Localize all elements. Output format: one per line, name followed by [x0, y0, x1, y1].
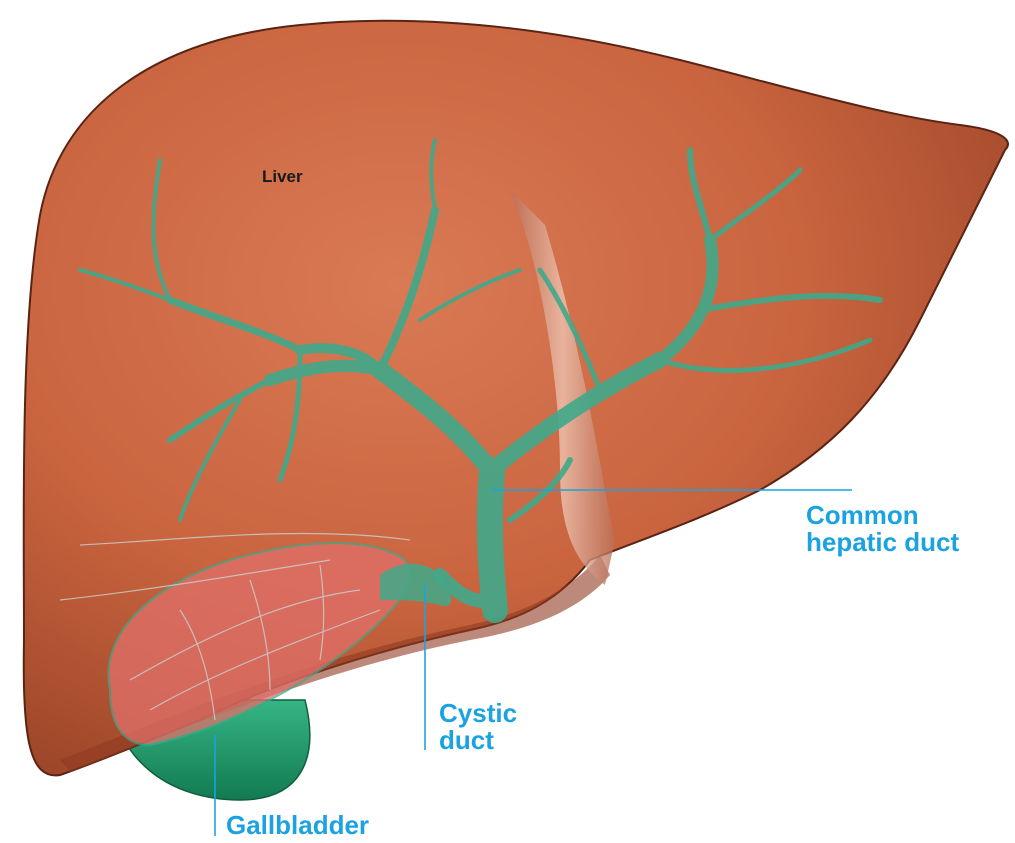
- common-hepatic-duct-label: Common hepatic duct: [806, 502, 959, 555]
- gallbladder-label: Gallbladder: [226, 812, 369, 839]
- common-hepatic-duct-label-line-1: Common: [806, 502, 959, 529]
- common-hepatic-duct-label-line-2: hepatic duct: [806, 529, 959, 556]
- cystic-duct-label-line-1: Cystic: [439, 700, 517, 727]
- liver-label: Liver: [262, 168, 303, 185]
- cystic-duct-label: Cystic duct: [439, 700, 517, 753]
- cystic-duct-label-line-2: duct: [439, 727, 517, 754]
